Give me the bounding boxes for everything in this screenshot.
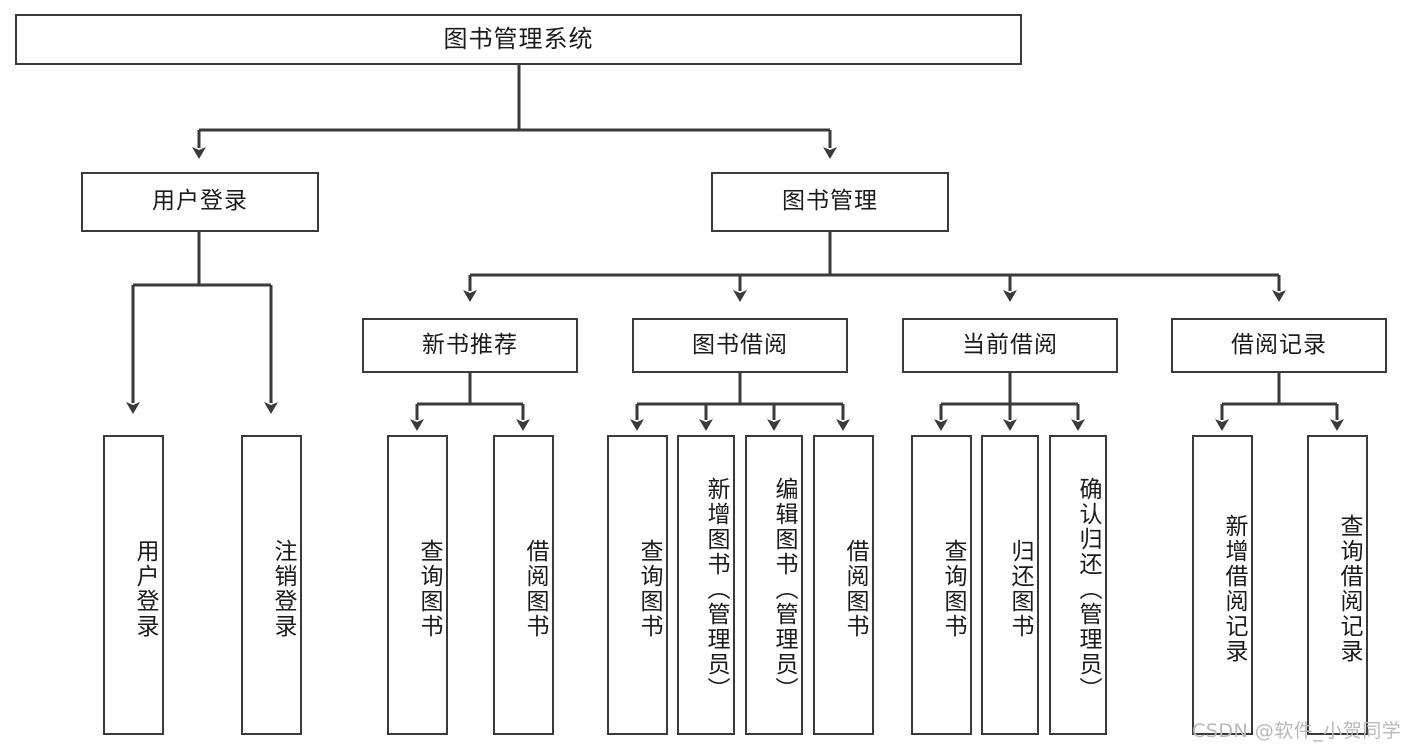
node-root-system[interactable]: 图书管理系统 <box>15 14 1022 65</box>
csdn-watermark: CSDN @软件_小贺同学 <box>1192 720 1402 742</box>
node-label: 图书管理系统 <box>443 25 594 54</box>
node-current-borrow[interactable]: 当前借阅 <box>902 318 1118 373</box>
leaf-logout-login[interactable]: 注销登录 <box>241 435 302 735</box>
node-label: 查询图书 <box>416 539 442 639</box>
leaf-query-borrow-record[interactable]: 查询借阅记录 <box>1307 435 1368 735</box>
node-label: 注销登录 <box>270 539 296 639</box>
node-label: 当前借阅 <box>962 331 1058 358</box>
node-label: 确认归还（管理员） <box>1075 476 1101 702</box>
node-label: 用户登录 <box>132 539 158 639</box>
node-label: 借阅图书 <box>522 539 548 639</box>
leaf-query-book-recommend[interactable]: 查询图书 <box>387 435 448 735</box>
node-label: 借阅记录 <box>1231 331 1327 358</box>
leaf-return-book[interactable]: 归还图书 <box>981 435 1039 735</box>
node-book-borrow[interactable]: 图书借阅 <box>632 318 848 373</box>
leaf-edit-book[interactable]: 编辑图书（管理员） <box>745 435 803 735</box>
leaf-borrow-book-recommend[interactable]: 借阅图书 <box>493 435 554 735</box>
leaf-confirm-return[interactable]: 确认归还（管理员） <box>1049 435 1107 735</box>
node-label: 新书推荐 <box>422 331 518 358</box>
node-label: 归还图书 <box>1007 539 1033 639</box>
node-book-management[interactable]: 图书管理 <box>711 172 949 232</box>
node-label: 查询借阅记录 <box>1336 514 1362 664</box>
node-borrow-record[interactable]: 借阅记录 <box>1171 318 1387 373</box>
node-label: 查询图书 <box>940 539 966 639</box>
node-label: 图书管理 <box>782 188 878 215</box>
node-label: 查询图书 <box>636 539 662 639</box>
leaf-query-book-current[interactable]: 查询图书 <box>911 435 972 735</box>
node-label: 新增借阅记录 <box>1221 514 1247 664</box>
leaf-user-login[interactable]: 用户登录 <box>103 435 164 735</box>
node-label: 编辑图书（管理员） <box>771 476 797 702</box>
leaf-add-borrow-record[interactable]: 新增借阅记录 <box>1192 435 1253 735</box>
leaf-borrow-book-borrow[interactable]: 借阅图书 <box>813 435 874 735</box>
node-user-login[interactable]: 用户登录 <box>81 172 319 232</box>
node-new-book-recommend[interactable]: 新书推荐 <box>362 318 578 373</box>
node-label: 借阅图书 <box>842 539 868 639</box>
leaf-add-book[interactable]: 新增图书（管理员） <box>677 435 735 735</box>
node-label: 新增图书（管理员） <box>703 476 729 702</box>
leaf-query-book-borrow[interactable]: 查询图书 <box>607 435 668 735</box>
node-label: 用户登录 <box>152 188 248 215</box>
node-label: 图书借阅 <box>692 331 788 358</box>
